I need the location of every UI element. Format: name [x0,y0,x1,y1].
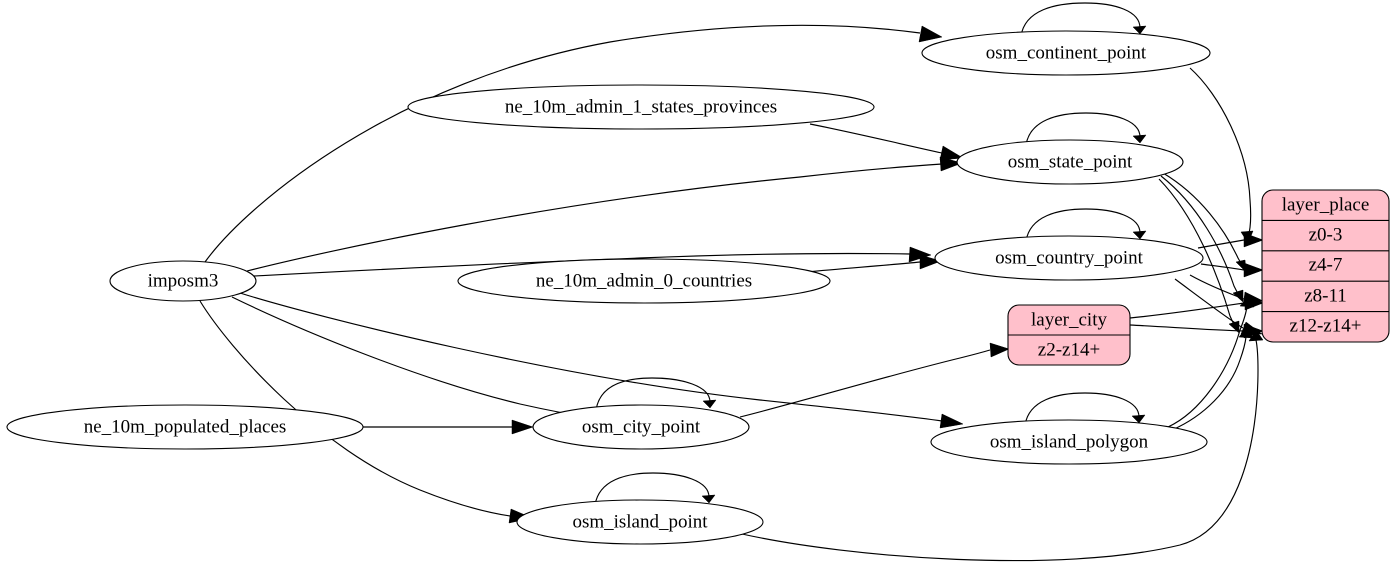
node-osm_continent_point-label: osm_continent_point [986,42,1147,63]
node-osm_state_point[interactable]: osm_state_point [956,139,1184,185]
node-osm_continent_point[interactable]: osm_continent_point [921,30,1211,76]
edge-osm_state_point-self-loop [1025,112,1147,146]
node-ne_10m_populated_places-label: ne_10m_populated_places [84,416,287,437]
edge-osm_country_point-to-layer_place-z4-7 [1200,262,1264,278]
record-layer_place-row-z0-3[interactable]: z0-3 [1309,224,1343,245]
record-layer_place-title: layer_place [1282,194,1370,215]
edge-osm_country_point-self-loop [1025,208,1147,242]
edge-ne_10m_populated_places-to-osm_city_point [363,419,534,435]
record-layer: layer_place z0-3 z4-7 z8-11 z12-z14+ lay… [1007,189,1390,366]
node-osm_city_point[interactable]: osm_city_point [532,404,750,450]
node-imposm3[interactable]: imposm3 [109,260,257,302]
record-layer_city-row-z2-z14[interactable]: z2-z14+ [1038,339,1100,360]
edge-osm_country_point-to-layer_place-z0-3 [1197,232,1264,249]
node-osm_country_point[interactable]: osm_country_point [934,235,1204,281]
node-ne_10m_admin_0_countries[interactable]: ne_10m_admin_0_countries [457,258,831,304]
node-ne_10m_admin_0_countries-label: ne_10m_admin_0_countries [536,270,752,291]
edge-osm_island_polygon-to-layer_place-z12-z14 [1171,326,1254,431]
node-layer: imposm3 ne_10m_populated_places ne_10m_a… [6,30,1211,545]
edge-osm_island_polygon-to-layer_place-z8-11 [1167,296,1255,428]
edge-osm_city_point-self-loop [595,377,717,411]
edge-osm_island_point-to-layer_place-z12-z14 [741,329,1264,562]
record-layer_city-title: layer_city [1031,309,1107,330]
edge-ne_10m_admin_1_states_provinces-to-osm_state_point [809,123,964,161]
edge-osm_continent_point-self-loop [1020,2,1147,37]
record-layer_city[interactable]: layer_city z2-z14+ [1007,304,1131,366]
edge-imposm3-to-osm_island_polygon [239,292,964,429]
node-ne_10m_admin_1_states_provinces-label: ne_10m_admin_1_states_provinces [505,96,777,117]
edge-ne_10m_admin_0_countries-to-osm_country_point [805,254,942,273]
node-osm_city_point-label: osm_city_point [582,416,701,437]
edge-imposm3-to-osm_city_point [231,296,620,427]
node-osm_island_polygon-label: osm_island_polygon [990,431,1149,452]
node-osm_country_point-label: osm_country_point [995,247,1143,268]
edge-osm_state_point-to-layer_place-z8-11 [1160,175,1244,303]
record-layer_place-row-z12-z14[interactable]: z12-z14+ [1290,315,1362,336]
node-ne_10m_populated_places[interactable]: ne_10m_populated_places [6,404,364,450]
edge-osm_city_point-to-layer_city-z2-z14 [739,342,1010,418]
node-osm_island_polygon[interactable]: osm_island_polygon [930,419,1208,465]
edge-osm_island_polygon-self-loop [1024,392,1146,426]
record-layer_place-row-z4-7[interactable]: z4-7 [1309,254,1343,275]
record-layer_place[interactable]: layer_place z0-3 z4-7 z8-11 z12-z14+ [1261,189,1390,343]
edge-osm_island_point-self-loop [594,472,716,506]
node-imposm3-label: imposm3 [148,270,219,291]
edge-imposm3-to-osm_state_point [246,156,963,272]
record-layer_place-row-z8-11[interactable]: z8-11 [1304,285,1347,306]
node-osm_island_point-label: osm_island_point [572,511,708,532]
node-osm_island_point[interactable]: osm_island_point [516,499,764,545]
edge-imposm3-to-osm_continent_point [204,24,943,263]
node-osm_state_point-label: osm_state_point [1008,151,1133,172]
node-ne_10m_admin_1_states_provinces[interactable]: ne_10m_admin_1_states_provinces [407,84,875,130]
